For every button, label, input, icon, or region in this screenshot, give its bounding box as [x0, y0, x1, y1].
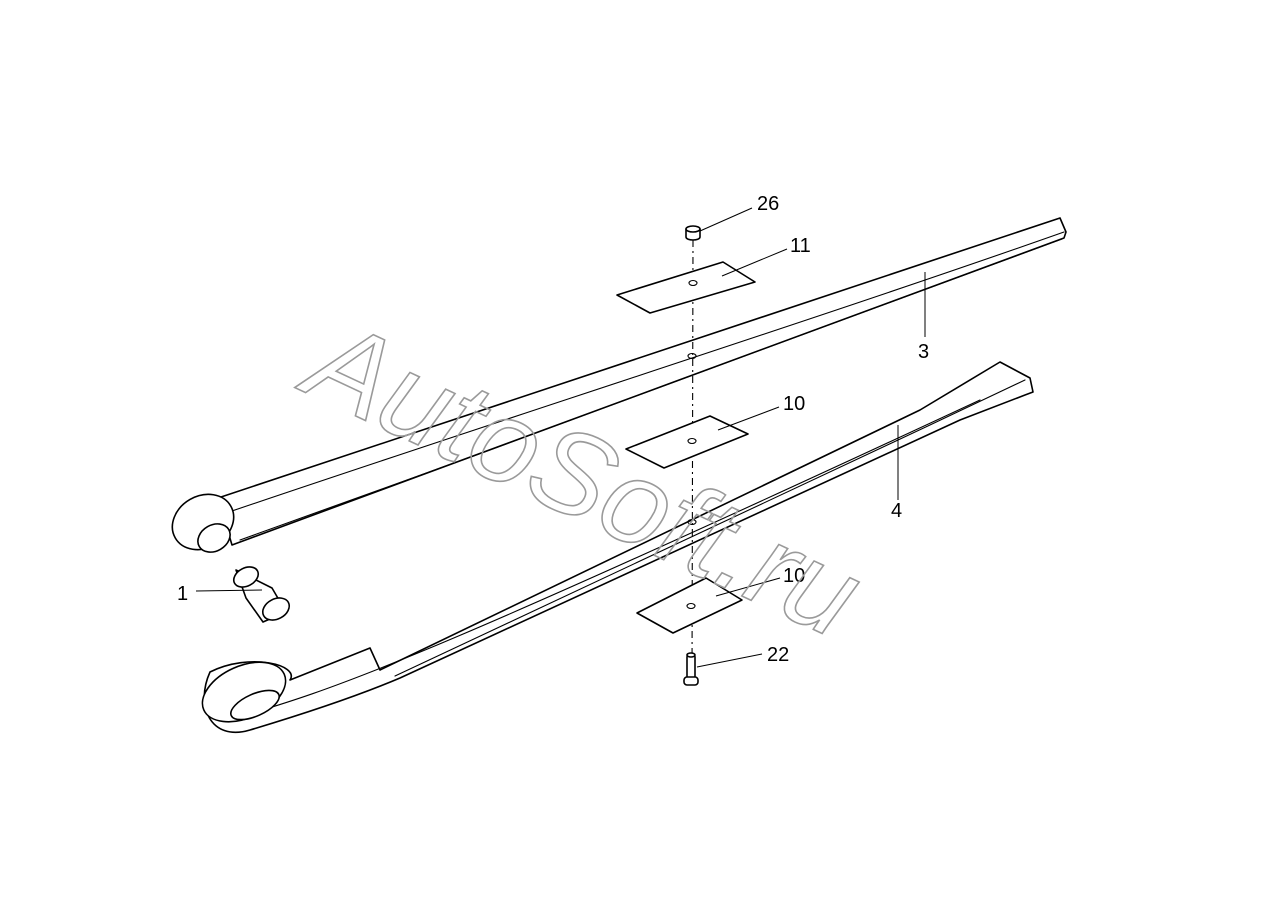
- leaf-4-centre-hole: [687, 518, 697, 526]
- leader-22: [696, 653, 763, 668]
- spacer-plate-10-lower: [636, 577, 743, 634]
- callout-26: 26: [757, 193, 779, 215]
- callout-10-upper: 10: [783, 393, 805, 415]
- callout-1: 1: [177, 583, 188, 605]
- leaf-spring-4: [201, 361, 1034, 733]
- leader-26: [699, 207, 753, 232]
- callout-4: 4: [891, 500, 902, 522]
- spacer-plate-10-upper: [625, 415, 749, 469]
- centre-bolt-22: [683, 652, 699, 686]
- nut-26: [685, 225, 701, 241]
- callout-3: 3: [918, 341, 929, 363]
- centre-bolt-axis: [691, 239, 694, 679]
- leaf-3-centre-hole: [687, 352, 697, 360]
- leader-1: [195, 589, 263, 592]
- leader-11: [721, 248, 788, 277]
- spacer-plate-11: [616, 261, 756, 314]
- leader-10-upper: [717, 406, 780, 431]
- callout-22: 22: [767, 644, 789, 666]
- leaf-spring-3: [171, 217, 1067, 553]
- bushing-1: [232, 566, 291, 623]
- callout-11: 11: [790, 235, 811, 257]
- leader-10-lower: [715, 577, 781, 597]
- callout-10-lower: 10: [783, 565, 805, 587]
